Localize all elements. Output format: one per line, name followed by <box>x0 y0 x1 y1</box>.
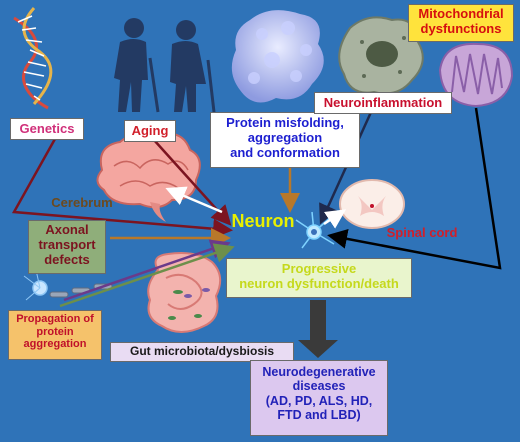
label-neuron: Neuron <box>231 211 295 231</box>
arrow-neuron-spinal <box>323 209 347 229</box>
label-neurodegenerative: Neurodegenerative diseases (AD, PD, ALS,… <box>250 360 388 436</box>
arrow-propagation-to-neuron <box>63 239 231 302</box>
axonal-line-2: transport <box>38 236 96 252</box>
disease-line-3: (AD, PD, ALS, HD, <box>265 393 373 408</box>
arrow-progressive-to-diseases <box>298 300 338 358</box>
protein-line-1: Protein misfolding, <box>226 115 344 130</box>
label-propagation: Propagation of protein aggregation <box>8 310 102 360</box>
propagation-line-1: Propagation of <box>16 313 94 325</box>
mito-line-2: dysfunctions <box>420 20 502 36</box>
disease-line-1: Neurodegenerative <box>262 365 376 379</box>
disease-line-2: diseases <box>292 379 346 394</box>
label-progressive: Progressive neuron dysfunction/death <box>226 258 412 298</box>
protein-line-2: aggregation <box>247 129 323 145</box>
label-axonal-transport: Axonal transport defects <box>28 220 106 274</box>
arrow-gut-to-neuron <box>59 243 235 308</box>
arrow-mito-to-neuron <box>327 107 502 270</box>
label-cerebrum: Cerebrum <box>51 195 113 210</box>
axon-icon <box>23 269 113 301</box>
elderly-couple-icon <box>114 18 216 113</box>
axonal-line-1: Axonal <box>45 222 89 237</box>
progressive-line-2: neuron dysfunction/death <box>239 275 399 291</box>
progressive-line-1: Progressive <box>281 261 357 276</box>
microglia-cell-icon <box>338 16 424 95</box>
label-spinal-cord: Spinal cord <box>386 225 458 240</box>
mitochondrion-icon <box>438 42 514 108</box>
propagation-line-3: aggregation <box>23 338 87 351</box>
spinal-cord-section-icon <box>339 179 405 229</box>
mito-line-1: Mitochondrial <box>418 6 504 21</box>
label-neuroinflammation: Neuroinflammation <box>314 92 452 114</box>
intestine-icon <box>147 252 222 333</box>
label-mitochondrial: Mitochondrial dysfunctions <box>408 4 514 42</box>
label-gut-microbiota: Gut microbiota/dysbiosis <box>110 342 294 362</box>
disease-line-4: FTD and LBD) <box>277 408 361 423</box>
dna-helix-icon <box>13 7 53 110</box>
axonal-line-3: defects <box>44 251 90 267</box>
arrow-neuron-brain <box>165 186 223 214</box>
propagation-line-2: protein <box>36 325 74 338</box>
arrow-genetics-to-neuron <box>11 129 233 239</box>
protein-structure-icon <box>231 10 324 103</box>
label-genetics: Genetics <box>10 118 84 140</box>
label-aging: Aging <box>124 120 176 142</box>
label-protein-misfolding: Protein misfolding, aggregation and conf… <box>210 112 360 168</box>
neuron-cell-icon <box>295 211 335 249</box>
protein-line-3: and conformation <box>230 144 340 160</box>
